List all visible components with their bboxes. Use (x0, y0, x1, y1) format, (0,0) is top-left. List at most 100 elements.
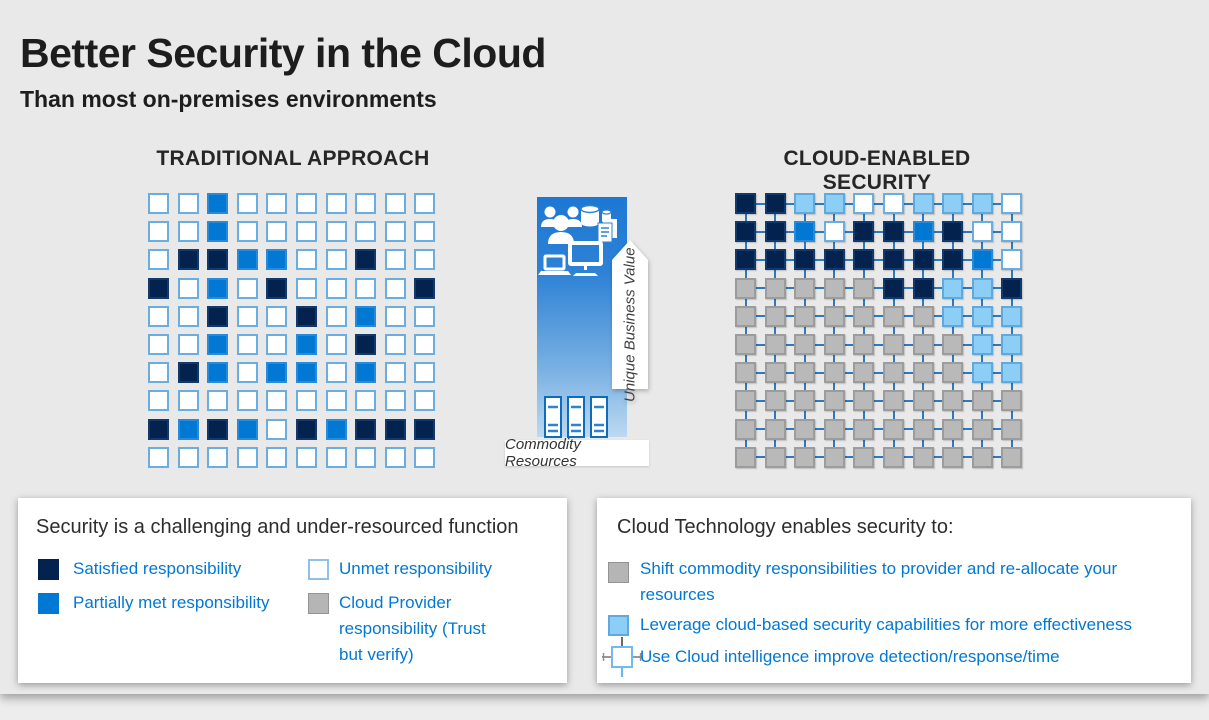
grid-connector (992, 371, 1002, 374)
grid-connector (756, 343, 765, 346)
grid-cell (971, 277, 993, 299)
grid-connector (992, 399, 1002, 402)
grid-connector (922, 355, 925, 363)
grid-connector (844, 230, 854, 233)
grid-connector (933, 202, 943, 205)
grid-connector (744, 439, 747, 447)
grid-connector (774, 383, 777, 391)
grid-connector (933, 456, 943, 459)
grid-connector (862, 298, 865, 306)
grid-connector (862, 383, 865, 391)
traditional-heading: TRADITIONAL APPROACH (156, 147, 430, 170)
grid-connector (785, 399, 795, 402)
grid-cell (148, 193, 169, 214)
grid-connector (756, 258, 765, 261)
grid-cell (296, 221, 317, 243)
grid-connector (922, 298, 925, 306)
grid-connector (904, 287, 913, 290)
grid-cell (942, 305, 964, 327)
grid-cell (794, 221, 816, 243)
grid-cell (853, 221, 875, 243)
grid-cell (883, 193, 904, 214)
grid-cell (942, 334, 964, 355)
grid-cell (883, 305, 904, 327)
grid-cell (177, 305, 199, 327)
grid-connector (785, 202, 795, 205)
grid-cell (912, 334, 934, 355)
grid-cell (148, 305, 169, 327)
grid-cell (177, 277, 199, 299)
grid-connector (844, 428, 854, 431)
grid-connector (785, 428, 795, 431)
slide-background: Better Security in the Cloud Than most o… (18, 30, 1191, 683)
grid-cell (177, 390, 199, 412)
grid-connector (815, 456, 824, 459)
grid-cell (735, 221, 756, 243)
grid-cell (823, 193, 845, 214)
grid-cell (148, 418, 169, 440)
legend-label: Partially met responsibility (73, 593, 270, 612)
grid-cell (735, 334, 756, 355)
grid-cell (207, 446, 229, 468)
cloud-provider-swatch (308, 593, 329, 614)
grid-cell (764, 221, 786, 243)
legend-label: Cloud Provider responsibility (Trust but… (339, 593, 486, 664)
grid-cell (384, 221, 406, 243)
grid-cell (296, 193, 317, 214)
grid-cell (266, 249, 288, 271)
grid-connector (874, 258, 883, 261)
grid-cell (942, 277, 964, 299)
grid-connector (951, 214, 954, 222)
grid-connector (981, 214, 984, 222)
shift-commodity-swatch (608, 562, 629, 583)
grid-cell (414, 305, 436, 327)
grid-cell (912, 193, 934, 214)
grid-connector (815, 343, 824, 346)
grid-connector (803, 298, 806, 306)
grid-cell (207, 221, 229, 243)
grid-cell (266, 418, 288, 440)
grid-cell (853, 446, 875, 468)
grid-connector (815, 315, 824, 318)
grid-connector (815, 428, 824, 431)
grid-cell (355, 221, 377, 243)
grid-cell (794, 418, 816, 440)
grid-connector (951, 242, 954, 250)
grid-cell (1001, 249, 1023, 271)
grid-cell (325, 334, 347, 355)
grid-connector (756, 202, 765, 205)
grid-cell (414, 390, 436, 412)
grid-cell (1001, 277, 1023, 299)
commodity-resources-label: Commodity Resources (505, 436, 649, 470)
grid-connector (922, 242, 925, 250)
grid-cell (912, 277, 934, 299)
grid-cell (325, 193, 347, 214)
grid-connector (874, 343, 883, 346)
grid-cell (942, 418, 964, 440)
grid-connector (785, 315, 795, 318)
grid-cell (764, 249, 786, 271)
grid-cell (794, 390, 816, 412)
grid-connector (892, 439, 895, 447)
grid-connector (992, 287, 1002, 290)
grid-cell (794, 249, 816, 271)
grid-cell (266, 193, 288, 214)
grid-cell (236, 249, 258, 271)
left-panel-title: Security is a challenging and under-reso… (36, 516, 519, 538)
legend-label: Shift commodity responsibilities to prov… (640, 559, 1118, 604)
grid-cell (912, 418, 934, 440)
grid-connector (1010, 242, 1013, 250)
grid-cell (296, 390, 317, 412)
grid-cell (384, 305, 406, 327)
grid-connector (904, 343, 913, 346)
grid-cell (764, 362, 786, 384)
grid-connector (862, 214, 865, 222)
grid-cell (912, 305, 934, 327)
grid-connector (774, 270, 777, 278)
monitor-icon (568, 241, 603, 276)
grid-connector (1010, 298, 1013, 306)
grid-connector (774, 411, 777, 419)
grid-connector (756, 371, 765, 374)
grid-cell (794, 362, 816, 384)
